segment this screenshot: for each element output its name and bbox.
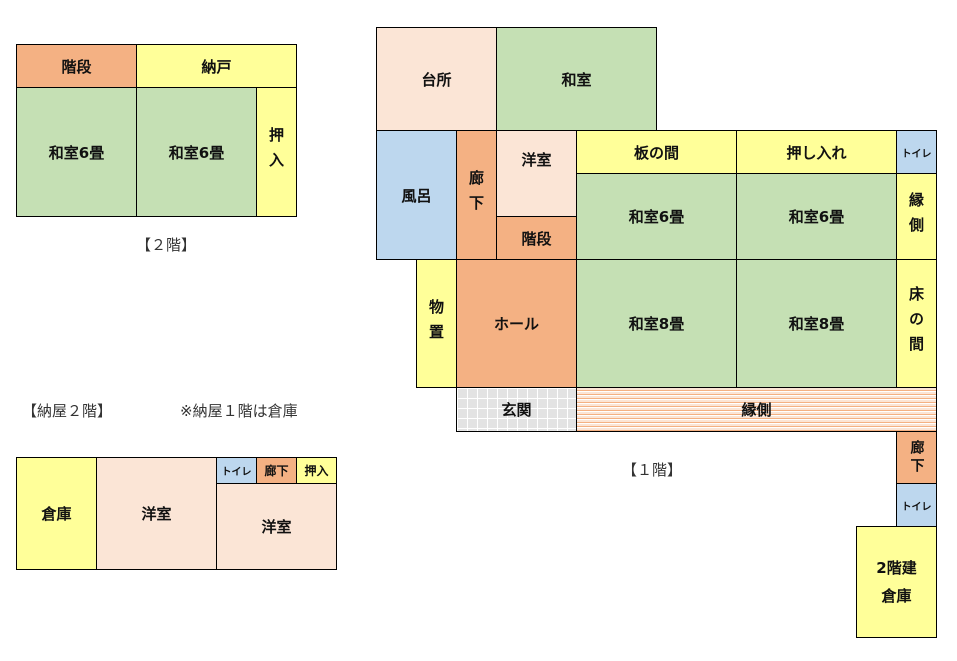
room-label: 玄関	[501, 401, 532, 419]
room-label: 廊下	[908, 439, 925, 476]
room-label: 和室6畳	[168, 143, 225, 162]
room-itanoma: 板の間	[576, 130, 737, 174]
room-washitsu: 和室	[496, 27, 657, 131]
room-label: 和室6畳	[48, 143, 105, 162]
room-label: 床の間	[907, 286, 925, 361]
room-label: 倉庫	[41, 505, 72, 523]
room-two-story-storage: 2階建倉庫	[856, 526, 937, 638]
room-label: 押入	[304, 464, 329, 478]
room-label: 押し入れ	[786, 143, 847, 162]
room-yoshitsu: 洋室	[96, 457, 217, 570]
room-label: トイレ	[221, 467, 252, 478]
room-washitsu: 和室8畳	[736, 259, 897, 388]
room-label: 階段	[61, 57, 92, 76]
room-yoshitsu: 洋室	[496, 130, 577, 217]
room-label: 和室8畳	[628, 315, 685, 333]
room-closet: 押入	[256, 87, 297, 217]
room-washitsu: 和室6畳	[136, 87, 257, 217]
room-closet: 押し入れ	[736, 130, 897, 174]
room-label: 風呂	[401, 186, 432, 205]
room-label: 和室8畳	[788, 315, 845, 333]
room-washitsu: 和室8畳	[576, 259, 737, 388]
room-washitsu: 和室6畳	[736, 173, 897, 260]
room-label: 階段	[521, 229, 552, 248]
barn-note: ※納屋１階は倉庫	[180, 402, 298, 420]
room-engawa: 縁側	[896, 173, 937, 260]
room-washitsu: 和室6畳	[16, 87, 137, 217]
room-label: 洋室	[141, 505, 172, 523]
room-hallway: 廊下	[896, 431, 937, 484]
room-label: 廊下	[467, 170, 485, 220]
room-toilet: トイレ	[216, 457, 257, 484]
room-hallway: 廊下	[456, 130, 497, 260]
room-tokonoma: 床の間	[896, 259, 937, 388]
room-genkan: 玄関	[456, 387, 577, 432]
barn-title: 【納屋２階】	[22, 402, 113, 420]
room-label: 台所	[421, 70, 452, 89]
room-storage: 倉庫	[16, 457, 97, 570]
room-kitchen: 台所	[376, 27, 497, 131]
room-stairs: 階段	[496, 216, 577, 260]
room-label: 和室6畳	[628, 208, 685, 226]
room-label: 和室6畳	[788, 208, 845, 226]
room-toilet: トイレ	[896, 130, 937, 174]
room-label: 納戸	[201, 57, 232, 76]
room-label: トイレ	[901, 501, 932, 513]
room-storeroom: 物置	[416, 259, 457, 388]
room-yoshitsu: 洋室	[216, 483, 337, 570]
room-label: 2階建倉庫	[876, 559, 917, 605]
room-label: 洋室	[261, 518, 292, 536]
room-toilet: トイレ	[896, 483, 937, 527]
room-label: 物置	[427, 298, 445, 349]
room-label: トイレ	[901, 148, 932, 160]
room-label: 押入	[267, 127, 285, 177]
floor2-title: 【２階】	[136, 236, 197, 254]
room-label: 和室	[561, 70, 592, 89]
room-label: 縁側	[741, 401, 772, 419]
room-hallway: 廊下	[256, 457, 297, 484]
room-closet: 押入	[296, 457, 337, 484]
room-label: 廊下	[264, 464, 289, 478]
room-label: 洋室	[521, 151, 552, 169]
room-hall: ホール	[456, 259, 577, 388]
room-label: 縁側	[907, 191, 925, 242]
room-bath: 風呂	[376, 130, 457, 260]
floor1-title: 【１階】	[622, 461, 683, 479]
room-stairs: 階段	[16, 44, 137, 88]
room-engawa: 縁側	[576, 387, 937, 432]
room-label: 板の間	[633, 143, 679, 162]
room-washitsu: 和室6畳	[576, 173, 737, 260]
room-nando: 納戸	[136, 44, 297, 88]
room-label: ホール	[493, 315, 539, 333]
